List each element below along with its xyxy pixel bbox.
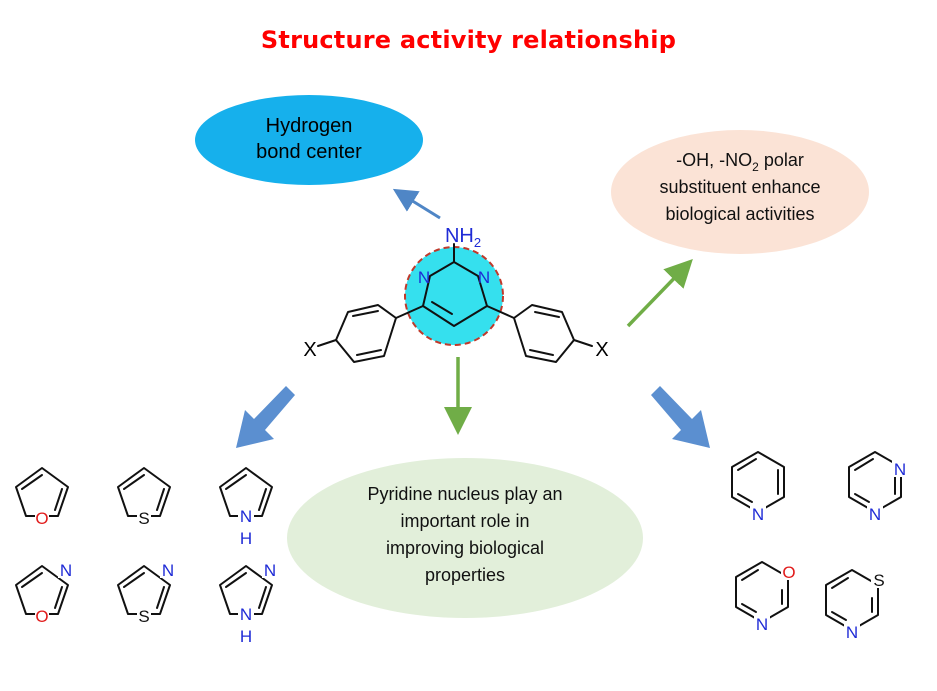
furan: O [15,467,69,528]
hbond-line1: Hydrogen [266,115,353,137]
pyridine-line4: properties [425,565,505,585]
right-phenyl-double-1 [534,311,560,318]
left-x-label: X [303,339,316,361]
oxazine-n: N [756,615,768,634]
polar-line3: biological activities [665,204,814,224]
five-membered-rings: O S N H N O [15,467,278,646]
pyrimidine-double-bond [431,301,453,315]
arrow-to-six-rings [651,386,710,448]
thiophene: S [117,467,171,528]
furan-o: O [35,509,48,528]
hbond-callout: Hydrogen bond center [195,95,423,185]
thiazole: N S [117,560,176,626]
imidazole-nh-n: N [240,605,252,624]
pyrrole: N H [219,467,273,548]
thiazole-n: N [162,561,174,580]
six-membered-rings: N N N O N [731,451,908,642]
diagram-title: Structure activity relationship [260,26,677,54]
arrows [236,188,710,448]
left-phenyl-double-2 [356,349,382,356]
pyrimidine-ring-icon: N N [848,451,908,524]
pyridine-line3: improving biological [386,538,544,558]
imidazole-nh-h: H [240,627,252,646]
arrow-to-five-rings [236,386,295,448]
oxazole: N O [15,560,74,626]
pyrrole-n: N [240,507,252,526]
thiazine-n: N [846,623,858,642]
pyridine-ring-icon: N [731,451,785,524]
right-x-bond [573,339,593,347]
thiophene-s: S [138,509,149,528]
ring-n-left: N [418,268,430,287]
pyridine-line2: important role in [400,511,529,531]
hbond-ellipse [195,95,423,185]
pyrrole-h: H [240,529,252,548]
right-phenyl-double-2 [529,349,554,356]
oxazine-o: O [782,563,795,582]
thiazine-s: S [873,571,884,590]
pyridine-n: N [752,505,764,524]
left-x-bond [317,339,337,347]
imidazole-n: N [264,561,276,580]
polar-line2: substituent enhance [659,177,820,197]
pyridine-ellipse [287,458,643,618]
arrow-to-hbond [392,188,441,220]
amine-label: NH2 [445,225,481,250]
polar-ellipse [611,130,869,254]
oxazine-ring-icon: O N [735,561,797,634]
left-phenyl-double-1 [352,310,379,317]
left-phenyl-link [395,305,424,319]
polar-line1: -OH, -NO2 polar [676,150,804,174]
imidazole: N N H [219,560,278,646]
pyridine-line1: Pyridine nucleus play an [367,484,562,504]
arrow-to-polar [626,258,693,328]
oxazole-n: N [60,561,72,580]
polar-callout: -OH, -NO2 polar substituent enhance biol… [611,130,869,254]
thiazole-s: S [138,607,149,626]
right-x-label: X [595,339,608,361]
right-phenyl-link [486,305,515,319]
hbond-line2: bond center [256,141,362,163]
thiazine-ring-icon: S N [825,569,887,642]
pyridine-callout: Pyridine nucleus play an important role … [287,458,643,618]
core-molecule: NH2 N N X X [303,225,609,363]
pyrimidine-n-bottom: N [869,505,881,524]
oxazole-o: O [35,607,48,626]
ring-n-right: N [478,268,490,287]
pyrimidine-ring [422,261,488,327]
pyrimidine-n-top: N [894,460,906,479]
